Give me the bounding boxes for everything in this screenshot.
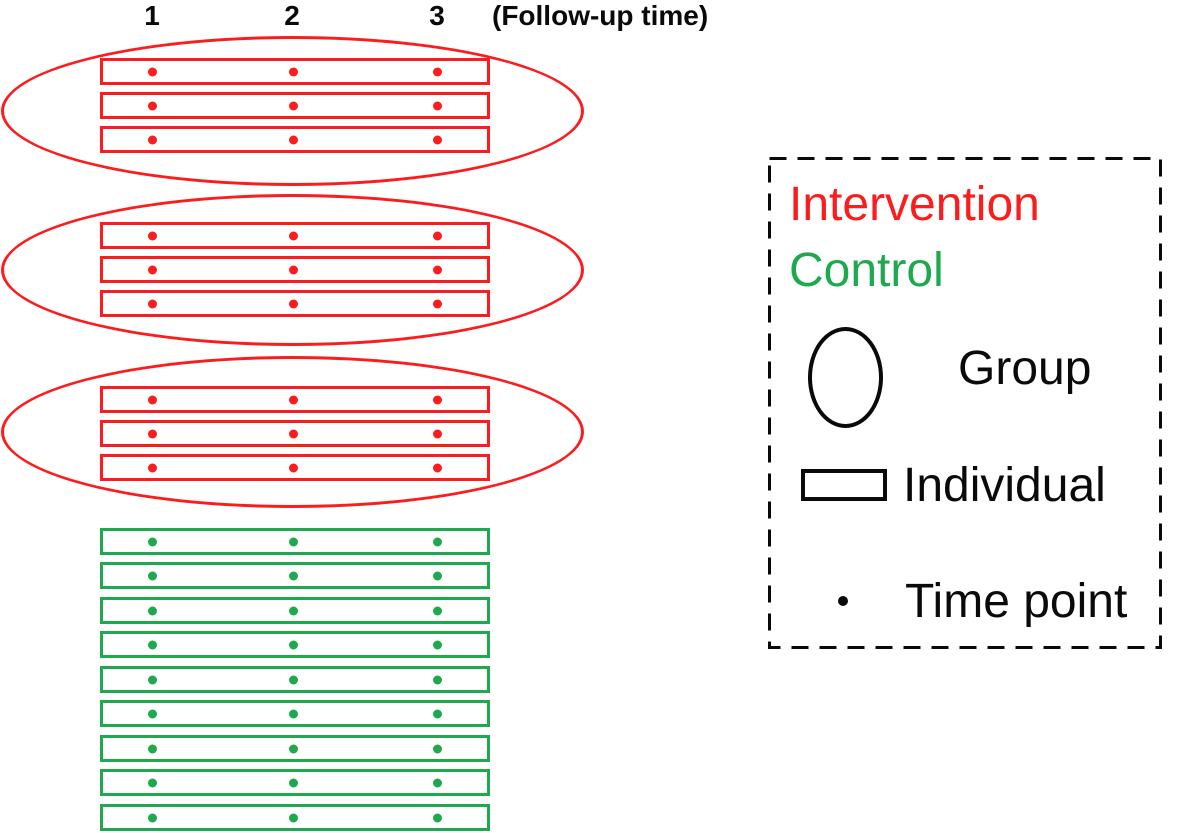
time-point-dot bbox=[433, 537, 442, 546]
intervention-group-ellipse bbox=[1, 194, 584, 346]
time-point-dot bbox=[148, 709, 157, 718]
control-individual-rect bbox=[100, 769, 490, 796]
control-individual-rect bbox=[100, 562, 490, 589]
legend-individual-label: Individual bbox=[903, 459, 1106, 512]
intervention-individual-rect bbox=[100, 222, 490, 249]
time-point-dot bbox=[433, 299, 442, 308]
intervention-individual-rect bbox=[100, 126, 490, 153]
time-point-dot bbox=[289, 299, 298, 308]
time-point-dot bbox=[148, 640, 157, 649]
time-point-dot bbox=[289, 429, 298, 438]
time-point-dot bbox=[148, 778, 157, 787]
time-point-dot bbox=[148, 813, 157, 822]
followup-tick-1: 1 bbox=[144, 0, 160, 31]
group-ellipse-icon bbox=[808, 327, 883, 428]
intervention-individual-rect bbox=[100, 420, 490, 447]
time-point-dot bbox=[289, 640, 298, 649]
followup-tick-2: 2 bbox=[284, 0, 300, 31]
time-point-dot bbox=[148, 135, 157, 144]
intervention-individual-rect bbox=[100, 256, 490, 283]
time-point-dot bbox=[289, 67, 298, 76]
intervention-individual-rect bbox=[100, 92, 490, 119]
time-point-dot bbox=[148, 231, 157, 240]
time-point-dot bbox=[289, 135, 298, 144]
time-point-dot bbox=[433, 135, 442, 144]
time-point-dot bbox=[433, 744, 442, 753]
legend-dashed-border bbox=[768, 157, 1162, 649]
control-individual-rect bbox=[100, 528, 490, 555]
time-point-dot bbox=[433, 571, 442, 580]
time-point-dot bbox=[433, 67, 442, 76]
control-individual-rect bbox=[100, 666, 490, 693]
time-point-dot bbox=[289, 675, 298, 684]
time-point-dot bbox=[433, 778, 442, 787]
time-point-dot bbox=[148, 675, 157, 684]
time-point-dot bbox=[289, 265, 298, 274]
time-point-dot bbox=[289, 813, 298, 822]
time-point-dot-icon bbox=[838, 596, 848, 606]
legend: Intervention Control Group Individual Ti… bbox=[768, 157, 1162, 649]
time-point-dot bbox=[289, 571, 298, 580]
time-point-dot bbox=[289, 101, 298, 110]
time-point-dot bbox=[433, 813, 442, 822]
time-point-dot bbox=[289, 744, 298, 753]
time-point-dot bbox=[148, 101, 157, 110]
legend-time-point-label: Time point bbox=[905, 575, 1128, 628]
time-point-dot bbox=[148, 395, 157, 404]
time-point-dot bbox=[289, 778, 298, 787]
time-point-dot bbox=[148, 571, 157, 580]
time-point-dot bbox=[148, 299, 157, 308]
time-point-dot bbox=[433, 395, 442, 404]
time-point-dot bbox=[148, 429, 157, 438]
time-point-dot bbox=[289, 231, 298, 240]
time-point-dot bbox=[433, 709, 442, 718]
time-point-dot bbox=[433, 265, 442, 274]
intervention-individual-rect bbox=[100, 386, 490, 413]
time-point-dot bbox=[148, 744, 157, 753]
time-point-dot bbox=[433, 231, 442, 240]
time-point-dot bbox=[148, 606, 157, 615]
time-point-dot bbox=[289, 395, 298, 404]
legend-group-label: Group bbox=[958, 342, 1092, 395]
time-point-dot bbox=[289, 709, 298, 718]
followup-tick-3: 3 bbox=[429, 0, 445, 31]
time-point-dot bbox=[289, 537, 298, 546]
control-individual-rect bbox=[100, 700, 490, 727]
time-point-dot bbox=[433, 640, 442, 649]
time-point-dot bbox=[289, 606, 298, 615]
intervention-group-ellipse bbox=[1, 36, 584, 186]
time-point-dot bbox=[433, 675, 442, 684]
intervention-individual-rect bbox=[100, 290, 490, 317]
control-individual-rect bbox=[100, 631, 490, 658]
control-individual-rect bbox=[100, 597, 490, 624]
time-point-dot bbox=[148, 265, 157, 274]
followup-axis-caption: (Follow-up time) bbox=[492, 0, 709, 31]
time-point-dot bbox=[148, 537, 157, 546]
time-point-dot bbox=[289, 463, 298, 472]
time-point-dot bbox=[433, 101, 442, 110]
intervention-individual-rect bbox=[100, 58, 490, 85]
intervention-individual-rect bbox=[100, 454, 490, 481]
time-point-dot bbox=[433, 463, 442, 472]
legend-intervention-label: Intervention bbox=[789, 178, 1040, 231]
time-point-dot bbox=[148, 463, 157, 472]
time-point-dot bbox=[148, 67, 157, 76]
legend-control-label: Control bbox=[789, 244, 944, 297]
control-individual-rect bbox=[100, 804, 490, 831]
control-individual-rect bbox=[100, 735, 490, 762]
intervention-group-ellipse bbox=[1, 356, 584, 508]
time-point-dot bbox=[433, 429, 442, 438]
time-point-dot bbox=[433, 606, 442, 615]
individual-rectangle-icon bbox=[801, 469, 887, 501]
